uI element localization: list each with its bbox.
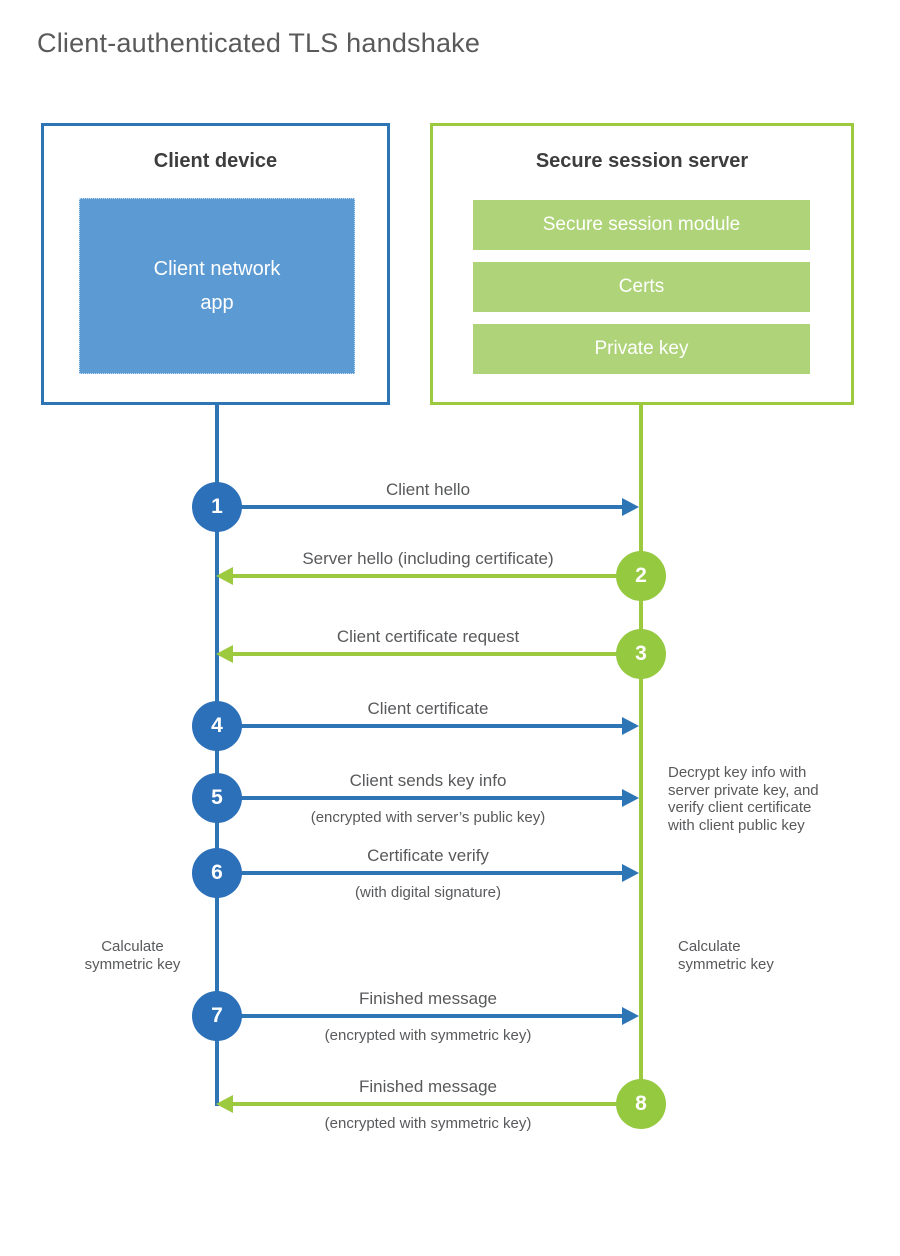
step-7-sublabel: (encrypted with symmetric key) bbox=[324, 1027, 532, 1044]
step-4-label: Client certificate bbox=[367, 699, 489, 718]
step-8-arrow-line bbox=[231, 1102, 641, 1106]
step-6-sublabel: (with digital signature) bbox=[355, 884, 501, 901]
step-7-badge: 7 bbox=[192, 991, 242, 1041]
client-lifeline bbox=[215, 404, 219, 1106]
step-3-badge: 3 bbox=[616, 629, 666, 679]
step-6-number: 6 bbox=[211, 861, 223, 884]
step-1-number: 1 bbox=[211, 495, 223, 518]
step-4-badge: 4 bbox=[192, 701, 242, 751]
note-decrypt-key-info: Decrypt key info with server private key… bbox=[668, 764, 819, 835]
step-5-arrowhead-icon bbox=[622, 789, 639, 807]
step-3-arrow-line bbox=[231, 652, 641, 656]
step-7-label: Finished message bbox=[359, 989, 497, 1008]
step-6-arrowhead-icon bbox=[622, 864, 639, 882]
client-device-title: Client device bbox=[153, 150, 278, 172]
step-2-number: 2 bbox=[635, 564, 647, 587]
step-1-badge: 1 bbox=[192, 482, 242, 532]
page-title: Client-authenticated TLS handshake bbox=[37, 28, 481, 58]
step-8-sublabel: (encrypted with symmetric key) bbox=[324, 1115, 532, 1132]
step-1-arrow-line bbox=[217, 505, 624, 509]
step-5-number: 5 bbox=[211, 786, 223, 809]
server-lifeline bbox=[639, 404, 643, 1104]
step-5-badge: 5 bbox=[192, 773, 242, 823]
step-3-arrowhead-icon bbox=[216, 645, 233, 663]
step-7-number: 7 bbox=[211, 1004, 223, 1027]
server-module-private-key: Private key bbox=[473, 324, 810, 374]
secure-session-server-title: Secure session server bbox=[535, 150, 749, 172]
server-module-secure-session: Secure session module bbox=[473, 200, 810, 250]
step-1-arrowhead-icon bbox=[622, 498, 639, 516]
step-4-arrow-line bbox=[217, 724, 624, 728]
step-2-arrowhead-icon bbox=[216, 567, 233, 585]
step-5-sublabel: (encrypted with server’s public key) bbox=[310, 809, 546, 826]
note-calculate-symmetric-key-client: Calculate symmetric key bbox=[84, 938, 181, 973]
step-3-label: Client certificate request bbox=[336, 627, 520, 646]
step-2-arrow-line bbox=[231, 574, 641, 578]
step-8-number: 8 bbox=[635, 1092, 647, 1115]
server-module-certs: Certs bbox=[473, 262, 810, 312]
step-5-label: Client sends key info bbox=[349, 771, 507, 790]
step-4-arrowhead-icon bbox=[622, 717, 639, 735]
step-8-label: Finished message bbox=[359, 1077, 497, 1096]
step-7-arrowhead-icon bbox=[622, 1007, 639, 1025]
step-1-label: Client hello bbox=[385, 480, 471, 499]
step-2-badge: 2 bbox=[616, 551, 666, 601]
step-6-badge: 6 bbox=[192, 848, 242, 898]
step-8-badge: 8 bbox=[616, 1079, 666, 1129]
step-3-number: 3 bbox=[635, 642, 647, 665]
note-calculate-symmetric-key-server: Calculate symmetric key bbox=[678, 938, 774, 973]
step-7-arrow-line bbox=[217, 1014, 624, 1018]
client-network-app-module: Client network app bbox=[79, 198, 355, 374]
step-4-number: 4 bbox=[211, 714, 223, 737]
step-6-arrow-line bbox=[217, 871, 624, 875]
step-2-label: Server hello (including certificate) bbox=[302, 549, 554, 568]
step-5-arrow-line bbox=[217, 796, 624, 800]
step-6-label: Certificate verify bbox=[367, 846, 489, 865]
step-8-arrowhead-icon bbox=[216, 1095, 233, 1113]
